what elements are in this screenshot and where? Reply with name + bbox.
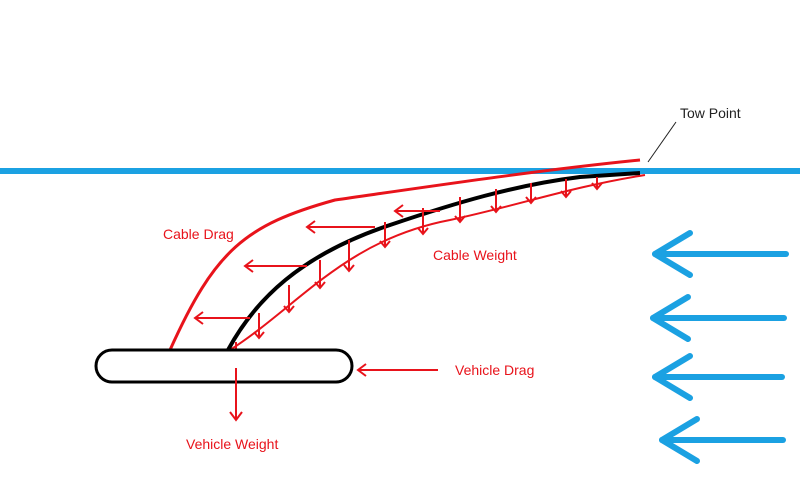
cable-drag-curve (168, 158, 641, 351)
cable-weight-arrow (490, 189, 502, 214)
vehicle-weight-label: Vehicle Weight (186, 436, 279, 452)
vehicle-drag-arrow (356, 363, 438, 377)
tow-point-label: Tow Point (680, 105, 741, 121)
cable-weight-curve (229, 174, 646, 351)
cable-weight-arrow (525, 183, 537, 205)
cable-weight-arrow (253, 313, 265, 340)
cable-weight-arrow (591, 177, 603, 191)
cable-weight-arrow (454, 197, 466, 224)
cable-drag-arrow (393, 204, 440, 218)
cable-drag-arrow (243, 259, 307, 273)
current-arrow-3 (652, 353, 785, 401)
current-arrow-2 (650, 294, 787, 342)
current-arrow-1 (652, 230, 789, 278)
cable-weight-arrow (314, 260, 326, 290)
cable-weight-arrow (379, 222, 391, 249)
cable-weight-arrow (560, 179, 572, 199)
cable-drag-label: Cable Drag (163, 226, 234, 242)
vehicle-weight-arrow (229, 368, 243, 422)
cable-drag-arrow (193, 311, 250, 325)
cable-weight-arrow (283, 285, 295, 314)
cable-weight-arrows (230, 177, 603, 358)
cable-weight-label: Cable Weight (433, 247, 517, 263)
cable-drag-arrows (193, 204, 440, 325)
vehicle-drag-label: Vehicle Drag (455, 362, 535, 378)
current-arrows (650, 230, 789, 464)
tow-point-leader (647, 121, 677, 163)
cable-weight-arrow (343, 240, 355, 273)
cable-drag-arrow (305, 220, 375, 234)
current-arrow-4 (659, 416, 786, 464)
cable-weight-arrow (417, 208, 429, 236)
towed-vehicle (94, 348, 354, 384)
